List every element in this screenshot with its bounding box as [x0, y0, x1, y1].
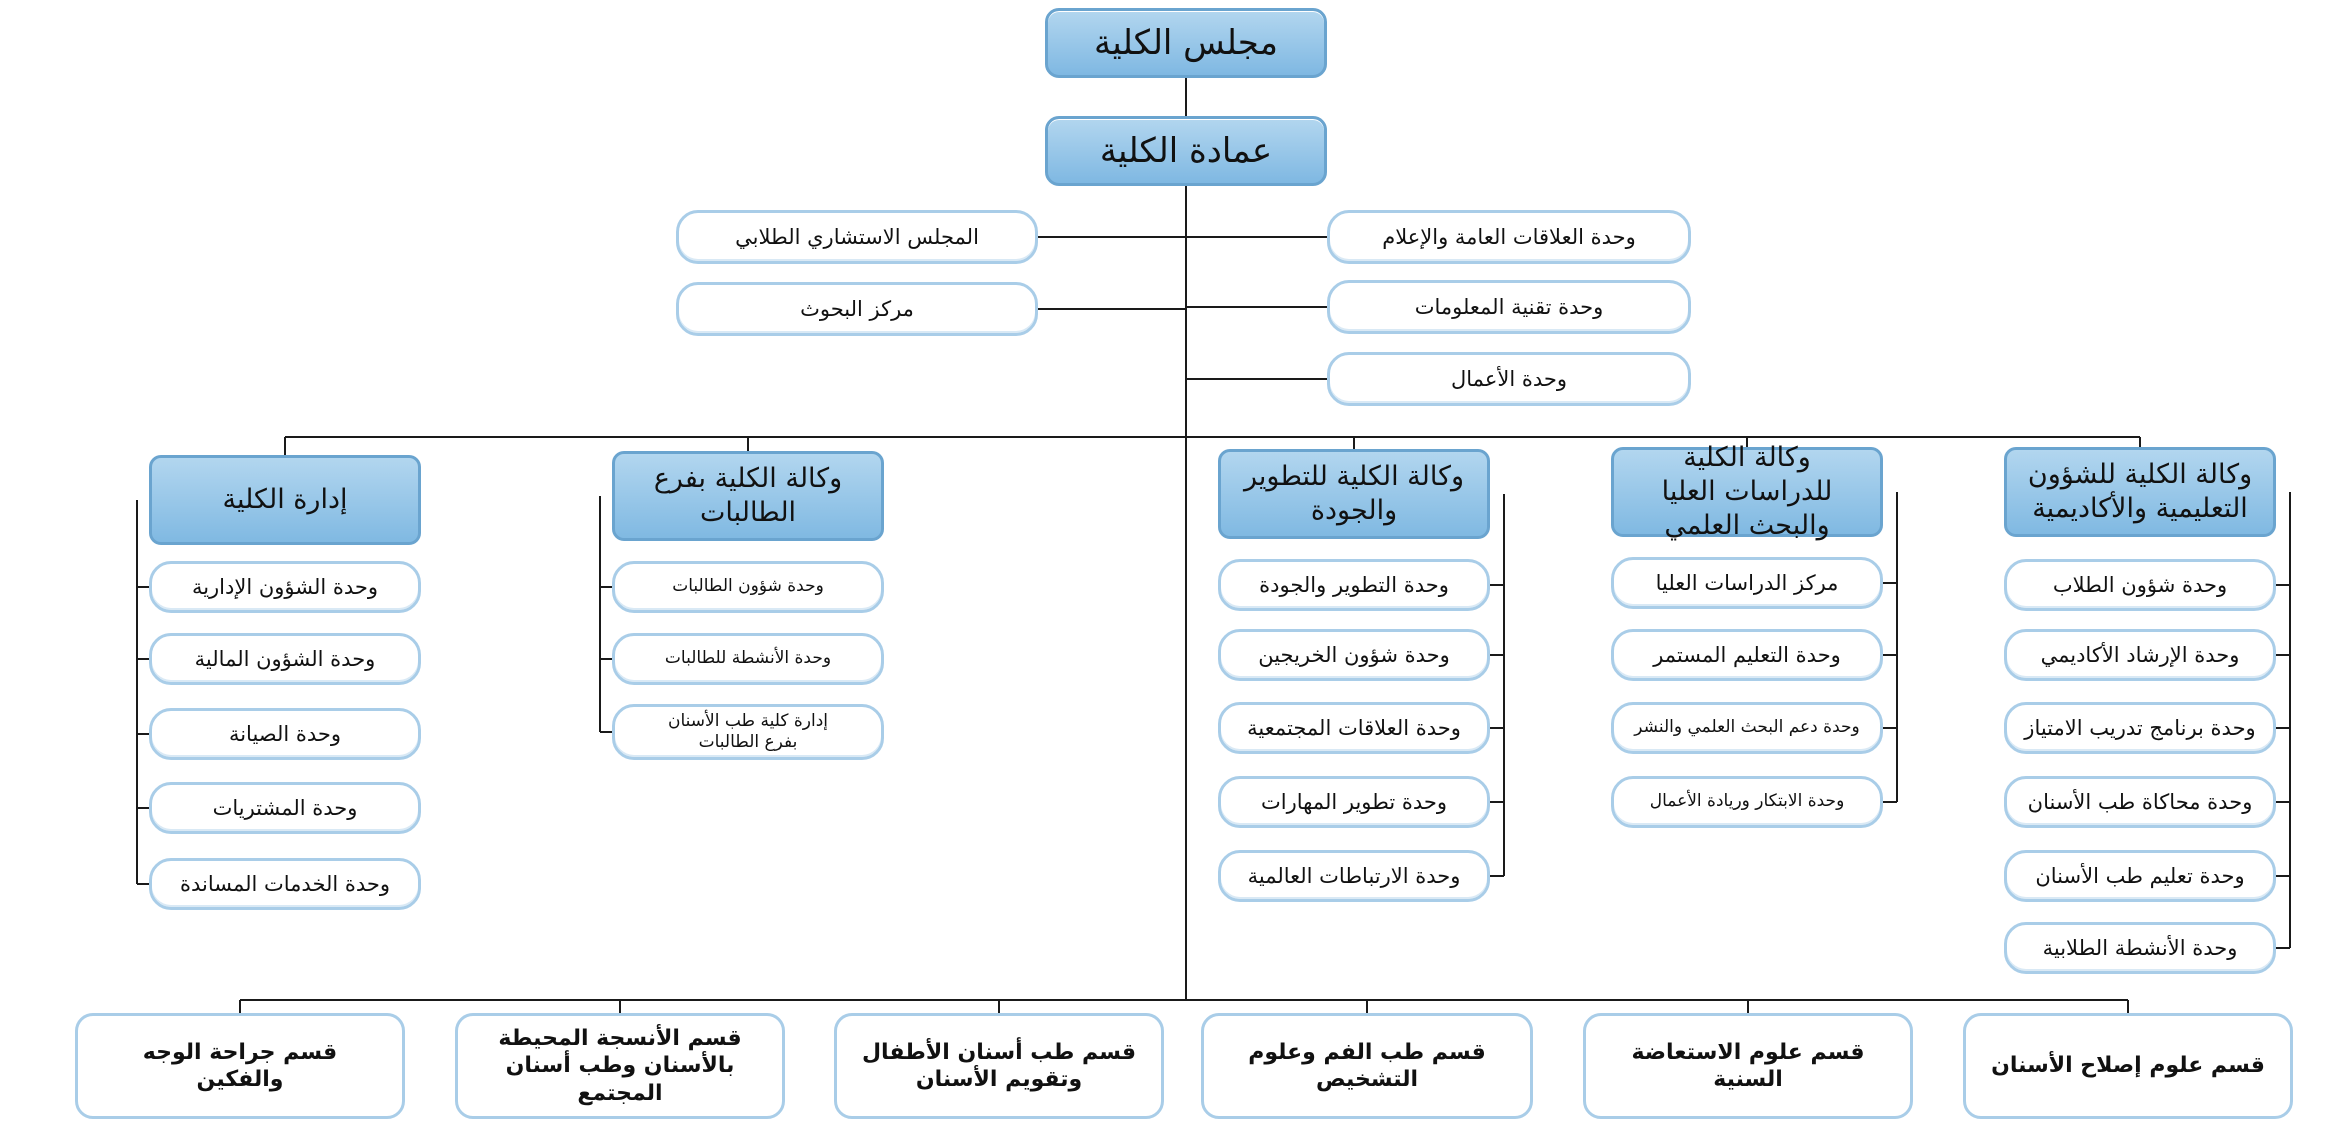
college-council-box: مجلس الكلية — [1045, 8, 1327, 78]
graduate-unit-continuing-education: وحدة التعليم المستمر — [1611, 629, 1883, 681]
business-unit-box: وحدة الأعمال — [1327, 352, 1691, 406]
graduate-unit-innovation: وحدة الابتكار وريادة الأعمال — [1611, 776, 1883, 828]
dept-periodontics-community: قسم الأنسجة المحيطة بالأسنان وطب أسنان ا… — [455, 1013, 785, 1119]
academic-affairs-vice-deanship-box: وكالة الكلية للشؤون التعليمية والأكاديمي… — [2004, 447, 2276, 537]
admin-unit-support-services: وحدة الخدمات المساندة — [149, 858, 421, 910]
admin-unit-administrative: وحدة الشؤون الإدارية — [149, 561, 421, 613]
academic-unit-student-activities: وحدة الأنشطة الطلابية — [2004, 922, 2276, 974]
public-relations-unit-box: وحدة العلاقات العامة والإعلام — [1327, 210, 1691, 264]
female-unit-student-affairs: وحدة شؤون الطالبات — [612, 561, 884, 613]
dept-pediatric-orthodontics: قسم طب أسنان الأطفال وتقويم الأسنان — [834, 1013, 1164, 1119]
dept-restorative: قسم علوم إصلاح الأسنان — [1963, 1013, 2293, 1119]
female-unit-activities: وحدة الأنشطة للطالبات — [612, 633, 884, 685]
quality-unit-skills: وحدة تطوير المهارات — [1218, 776, 1490, 828]
admin-unit-maintenance: وحدة الصيانة — [149, 708, 421, 760]
quality-unit-development: وحدة التطوير والجودة — [1218, 559, 1490, 611]
female-branch-vice-deanship-box: وكالة الكلية بفرع الطالبات — [612, 451, 884, 541]
academic-unit-advising: وحدة الإرشاد الأكاديمي — [2004, 629, 2276, 681]
female-unit-administration: إدارة كلية طب الأسنان بفرع الطالبات — [612, 704, 884, 760]
it-unit-box: وحدة تقنية المعلومات — [1327, 280, 1691, 334]
admin-unit-financial: وحدة الشؤون المالية — [149, 633, 421, 685]
academic-unit-internship: وحدة برنامج تدريب الامتياز — [2004, 702, 2276, 754]
graduate-studies-vice-deanship-box: وكالة الكلية للدراسات العليا والبحث العل… — [1611, 442, 1883, 541]
research-center-box: مركز البحوث — [676, 282, 1038, 336]
admin-unit-procurement: وحدة المشتريات — [149, 782, 421, 834]
academic-unit-dental-education: وحدة تعليم طب الأسنان — [2004, 850, 2276, 902]
dept-maxillofacial-surgery: قسم جراحة الوجه والفكين — [75, 1013, 405, 1119]
graduate-unit-research-support: وحدة دعم البحث العلمي والنشر — [1611, 702, 1883, 754]
college-administration-box: إدارة الكلية — [149, 455, 421, 545]
college-deanship-box: عمادة الكلية — [1045, 116, 1327, 186]
graduate-unit-graduate-center: مركز الدراسات العليا — [1611, 557, 1883, 609]
quality-vice-deanship-box: وكالة الكلية للتطوير والجودة — [1218, 449, 1490, 539]
dept-prosthodontics: قسم علوم الاستعاضة السنية — [1583, 1013, 1913, 1119]
student-advisory-council-box: المجلس الاستشاري الطلابي — [676, 210, 1038, 264]
quality-unit-community: وحدة العلاقات المجتمعية — [1218, 702, 1490, 754]
academic-unit-simulation: وحدة محاكاة طب الأسنان — [2004, 776, 2276, 828]
academic-unit-student-affairs: وحدة شؤون الطلاب — [2004, 559, 2276, 611]
quality-unit-global: وحدة الارتباطات العالمية — [1218, 850, 1490, 902]
dept-oral-medicine: قسم طب الفم وعلوم التشخيص — [1201, 1013, 1533, 1119]
quality-unit-alumni: وحدة شؤون الخريجين — [1218, 629, 1490, 681]
